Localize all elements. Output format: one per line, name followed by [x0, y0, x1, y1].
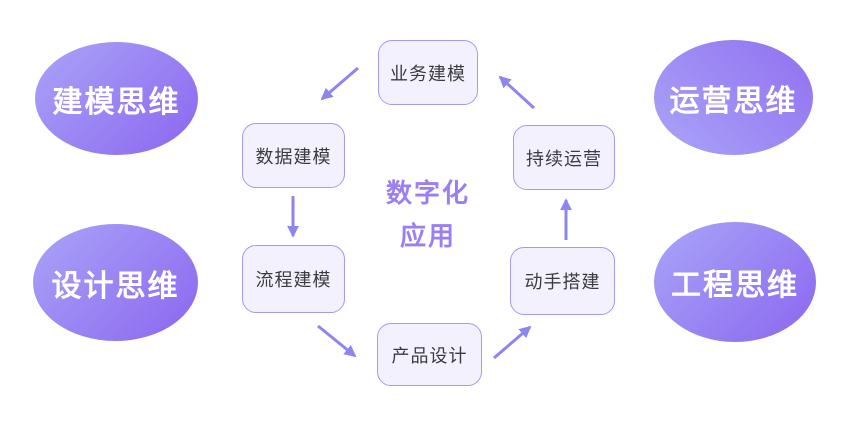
- node-data-modeling-label: 数据建模: [255, 146, 332, 167]
- bubble-design-thinking-label: 设计思维: [51, 269, 180, 303]
- center-title-line1: 数字化: [385, 178, 470, 208]
- bubble-engineering-thinking-label: 工程思维: [671, 269, 799, 302]
- node-business-modeling: 业务建模: [378, 40, 478, 105]
- bubble-modeling-thinking-label: 建模思维: [52, 85, 181, 119]
- arrow-product-to-hands: [493, 325, 532, 360]
- node-hands-on-building: 动手搭建: [510, 247, 615, 315]
- node-process-modeling-label: 流程建模: [255, 270, 332, 290]
- center-title-line2: 应用: [399, 221, 456, 251]
- node-continuous-operation-label: 持续运营: [526, 148, 602, 169]
- node-product-design: 产品设计: [377, 323, 482, 386]
- node-data-modeling: 数据建模: [242, 123, 345, 188]
- center-title: 数字化 应用: [358, 172, 498, 258]
- node-continuous-operation: 持续运营: [513, 125, 615, 190]
- arrow-business-to-data: [320, 66, 359, 101]
- bubble-operations-thinking: 运营思维: [654, 40, 813, 155]
- node-business-modeling-label: 业务建模: [390, 63, 466, 84]
- node-product-design-label: 产品设计: [391, 345, 468, 366]
- node-process-modeling: 流程建模: [242, 245, 345, 313]
- bubble-modeling-thinking: 建模思维: [35, 42, 198, 155]
- bubble-engineering-thinking: 工程思维: [654, 222, 816, 342]
- arrow-process-to-product: [317, 324, 357, 358]
- arrow-continuous-to-business: [498, 75, 536, 110]
- bubble-operations-thinking-label: 运营思维: [669, 84, 798, 118]
- bubble-design-thinking: 设计思维: [33, 224, 198, 341]
- node-hands-on-building-label: 动手搭建: [524, 272, 601, 292]
